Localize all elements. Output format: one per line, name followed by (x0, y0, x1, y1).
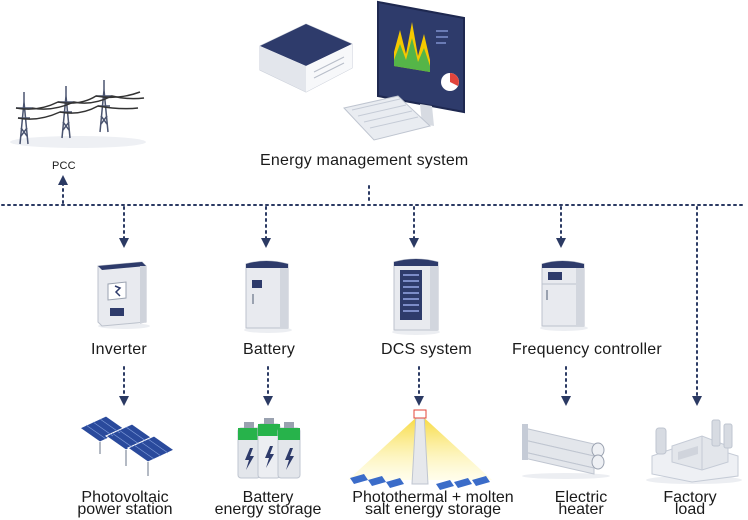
device-label-battery: Battery (243, 341, 296, 358)
factory-icon (646, 419, 742, 484)
device-label-dcs: DCS system (381, 341, 472, 358)
server-icon (259, 23, 353, 93)
bottom-label-photothermal-line1: Photothermal + molten (352, 489, 514, 506)
solar-tower-icon (348, 409, 492, 490)
inverter-icon (97, 261, 150, 329)
pcc-label: PCC (52, 160, 76, 172)
bottom-label-factory: Factory load (648, 489, 732, 518)
bottom-label-pv-line1: Photovoltaic (81, 489, 169, 506)
ems-label: Energy management system (260, 152, 469, 169)
bottom-label-battery-line2: energy storage (214, 501, 322, 518)
bottom-label-heater: Electric heater (536, 489, 626, 518)
device-label-frequency: Frequency controller (512, 341, 662, 358)
frequency-controller-icon (540, 260, 588, 331)
bottom-label-heater-line1: Electric (554, 489, 608, 506)
solar-panel-icon (79, 415, 175, 476)
battery-storage-icon (237, 418, 301, 479)
bottom-label-photothermal: Photothermal + molten salt energy storag… (334, 489, 532, 518)
bottom-label-photothermal-line2: salt energy storage (364, 501, 502, 518)
monitor-icon (343, 0, 465, 141)
bottom-label-factory-line2: load (674, 501, 706, 518)
bottom-label-pv-line2: power station (77, 501, 173, 518)
bottom-label-factory-line1: Factory (663, 489, 717, 506)
battery-cabinet-icon (244, 260, 292, 333)
dcs-cabinet-icon (392, 258, 440, 335)
bottom-label-pv: Photovoltaic power station (70, 489, 180, 518)
bottom-label-heater-line2: heater (558, 501, 604, 518)
bottom-label-battery-line1: Battery (242, 489, 294, 506)
transmission-tower-icon (10, 80, 146, 148)
device-label-inverter: Inverter (91, 341, 147, 358)
electric-heater-icon (522, 424, 610, 479)
bottom-label-battery: Battery energy storage (208, 489, 328, 518)
